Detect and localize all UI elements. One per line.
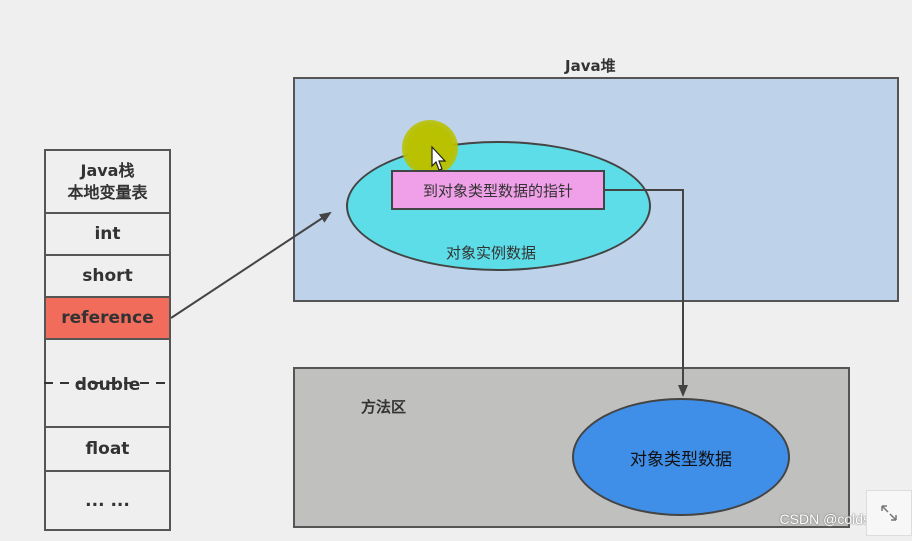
slot-label: ... ... bbox=[85, 490, 130, 511]
slot-label: double bbox=[74, 375, 141, 395]
stack-slot-float: float bbox=[44, 426, 171, 472]
stack-subtitle: 本地变量表 bbox=[67, 182, 148, 202]
slot-label: reference bbox=[61, 308, 154, 328]
type-data-label: 对象类型数据 bbox=[630, 449, 732, 470]
method-area-title: 方法区 bbox=[361, 398, 407, 416]
stack-slot-more: ... ... bbox=[44, 470, 171, 531]
stack-title: Java栈 bbox=[80, 160, 135, 180]
stack-slot-double: double bbox=[44, 338, 171, 428]
type-pointer-label: 到对象类型数据的指针 bbox=[422, 181, 573, 200]
type-pointer-box: 到对象类型数据的指针 bbox=[391, 170, 605, 210]
stack-header: Java栈 本地变量表 bbox=[44, 149, 171, 214]
cursor-highlight bbox=[402, 120, 458, 176]
slot-label: int bbox=[94, 224, 121, 244]
type-data-ellipse: 对象类型数据 bbox=[572, 398, 790, 516]
heap-title: Java堆 bbox=[565, 57, 616, 75]
slot-label: short bbox=[82, 266, 133, 286]
expand-icon[interactable] bbox=[866, 490, 912, 536]
expand-icon-glyph bbox=[881, 505, 897, 521]
instance-data-label: 对象实例数据 bbox=[446, 244, 537, 262]
slot-label: float bbox=[85, 439, 130, 459]
stack-slot-reference: reference bbox=[44, 296, 171, 340]
stack-slot-int: int bbox=[44, 212, 171, 256]
stack-slot-short: short bbox=[44, 254, 171, 298]
